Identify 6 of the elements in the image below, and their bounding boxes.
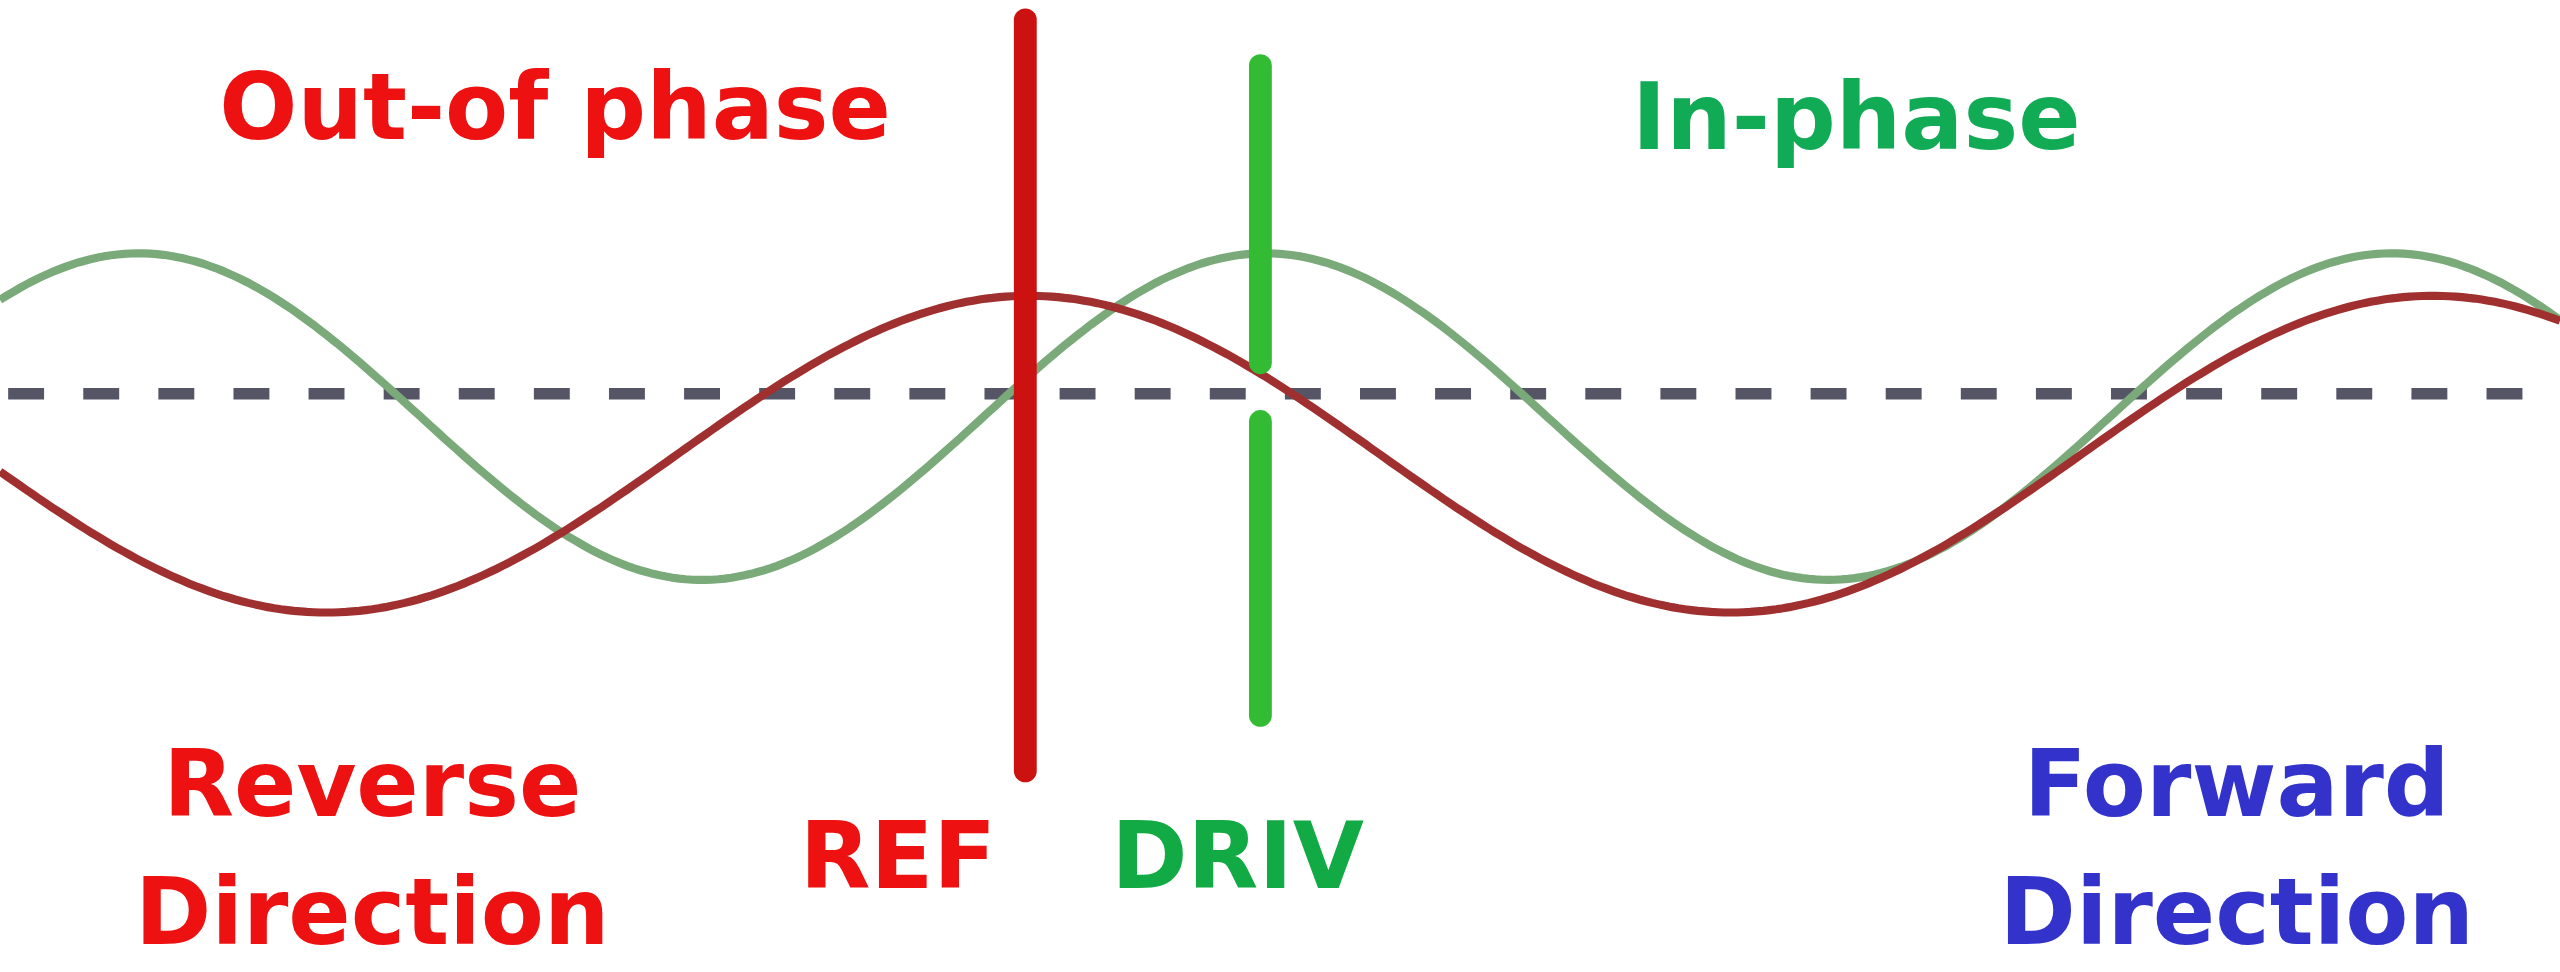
element-label: DRIV — [1111, 802, 1364, 913]
direction-label: Reverse Direction — [134, 729, 611, 968]
direction-label: Forward Direction — [1998, 729, 2475, 968]
phase-label: In-phase — [1632, 62, 2081, 173]
phase-label: Out-of phase — [219, 52, 891, 163]
element-label: REF — [799, 802, 997, 913]
